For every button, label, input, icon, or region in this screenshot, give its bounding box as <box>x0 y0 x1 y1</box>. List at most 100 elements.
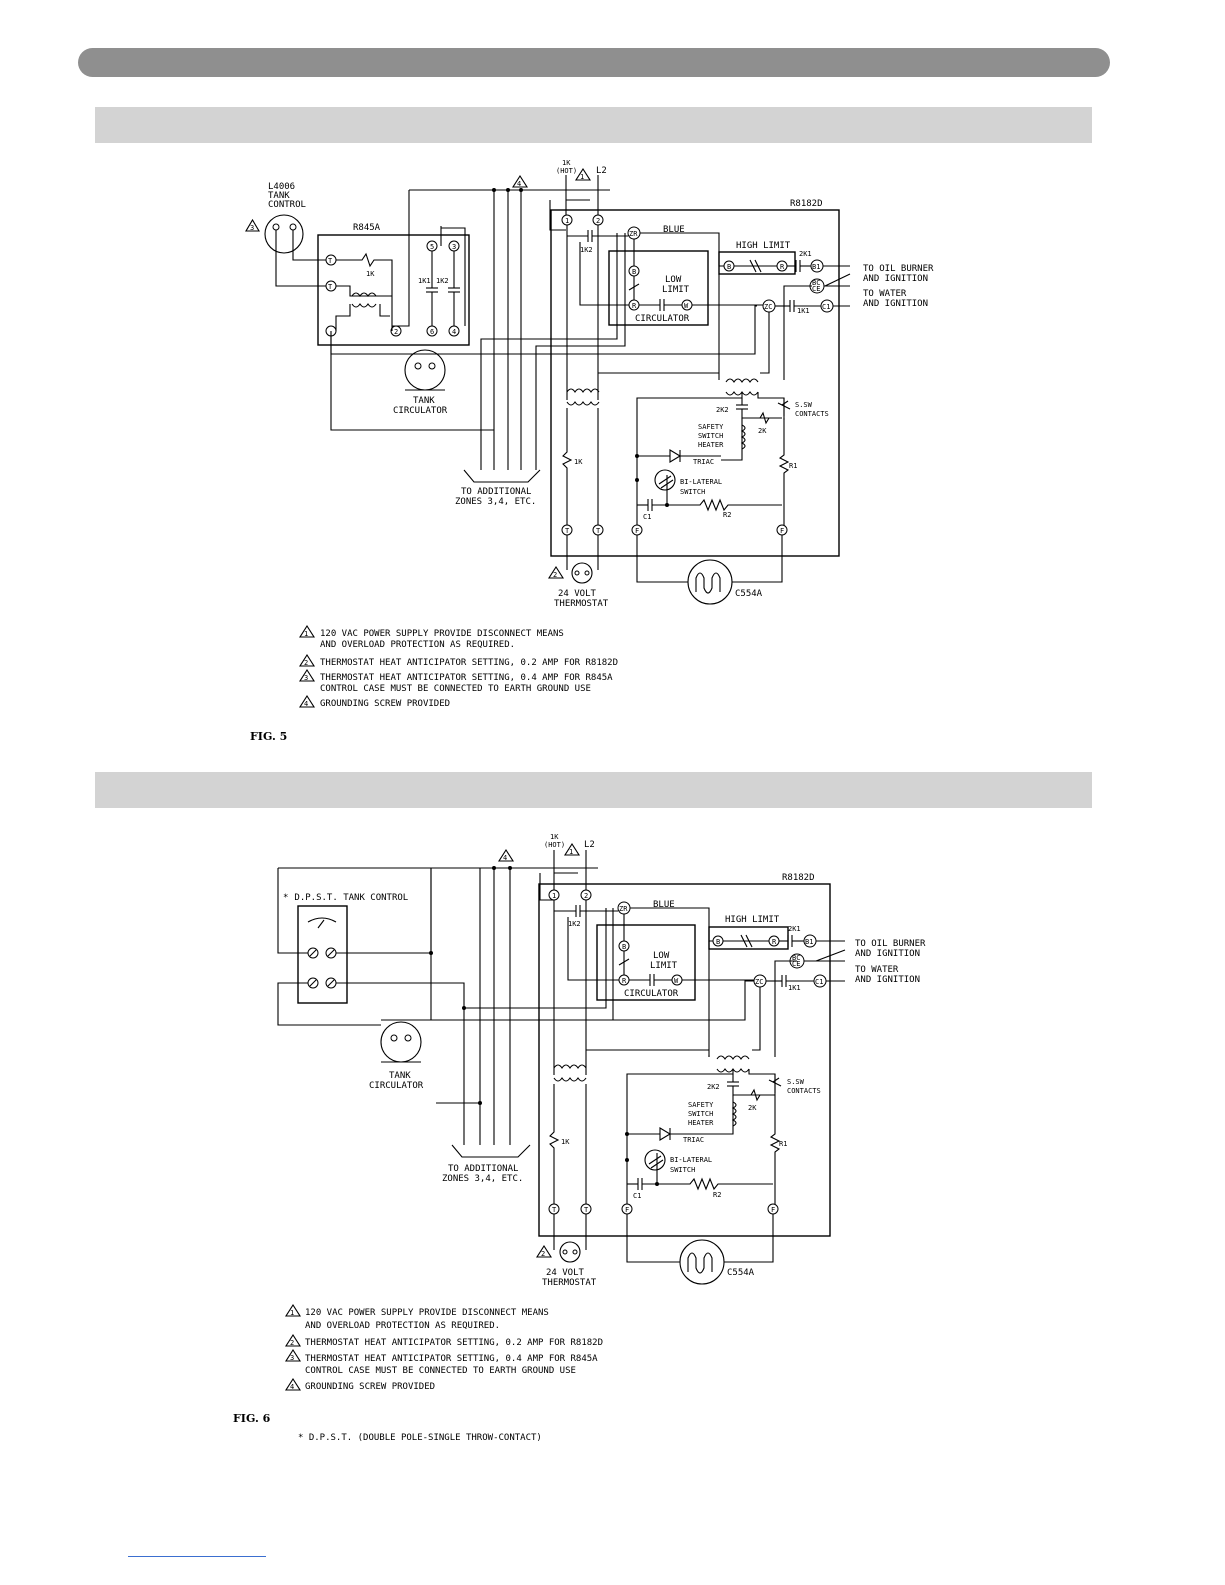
safety-label-1: SAFETY <box>698 423 724 431</box>
tank-circulator-symbol <box>404 349 446 391</box>
r845a-internal-wiring <box>275 230 460 331</box>
svg-text:C1: C1 <box>822 303 830 311</box>
svg-text:T: T <box>552 1206 557 1214</box>
svg-text:R: R <box>780 263 785 271</box>
additional-zones-label-2-fig6: ZONES 3,4, ETC. <box>442 1174 523 1184</box>
tank-circulator-label-1: TANK <box>413 396 435 406</box>
c1-label: C1 <box>643 513 651 521</box>
bilateral-switch-symbol-fig6 <box>644 1149 666 1171</box>
svg-text:ZR: ZR <box>619 905 628 913</box>
svg-text:CE: CE <box>792 960 800 968</box>
notes-fig6: 1 120 VAC POWER SUPPLY PROVIDE DISCONNEC… <box>284 1303 603 1392</box>
water-label-2-fig6: AND IGNITION <box>855 975 920 985</box>
r845a-1k1-label: 1K1 <box>418 277 431 285</box>
svg-text:T: T <box>596 527 601 535</box>
transformer-24v <box>562 388 600 525</box>
r2-label-fig6: R2 <box>713 1191 721 1199</box>
bilateral-switch-symbol <box>654 469 676 491</box>
low-limit-box-fig6 <box>596 924 696 1001</box>
low-limit-label-1: LOW <box>665 275 682 285</box>
tank-circulator-symbol-fig6 <box>380 1021 422 1063</box>
svg-text:1: 1 <box>290 1309 294 1317</box>
svg-text:B1: B1 <box>805 938 813 946</box>
hot-label-1: 1K <box>562 159 571 167</box>
r8182d-1k2-label-fig6: 1K2 <box>568 920 581 928</box>
bilateral-label-1-fig6: BI-LATERAL <box>670 1156 712 1164</box>
svg-text:2: 2 <box>596 217 600 225</box>
ssw-label-1-fig6: S.SW <box>787 1078 805 1086</box>
section-bar-fig5 <box>95 107 1092 143</box>
svg-text:6: 6 <box>430 328 434 336</box>
thermostat-wiring-fig6 <box>553 1214 774 1263</box>
water-label-1-fig6: TO WATER <box>855 965 899 975</box>
svg-text:CONTROL CASE MUST BE CONNECTED: CONTROL CASE MUST BE CONNECTED TO EARTH … <box>320 684 591 694</box>
svg-text:4: 4 <box>290 1383 294 1391</box>
svg-text:ZC: ZC <box>764 303 772 311</box>
safety-label-3: HEATER <box>698 441 724 449</box>
oil-burner-label-1-fig6: TO OIL BURNER <box>855 939 926 949</box>
tank-circulator-label-1-fig6: TANK <box>389 1071 411 1081</box>
svg-text:B: B <box>632 268 636 276</box>
svg-text:R: R <box>622 977 627 985</box>
wiring-diagram-fig5: L4006 TANK CONTROL 3 R845A T T 5 3 2 6 4… <box>245 159 934 743</box>
tank-control-label-1: L4006 <box>268 182 295 192</box>
thermostat-label-2-fig6: THERMOSTAT <box>542 1278 597 1288</box>
r8182d-2k1-label-fig6: 2K1 <box>788 925 801 933</box>
r1-label: R1 <box>789 462 797 470</box>
dpst-wiring <box>277 867 598 1145</box>
hot-label-1-fig6: 1K <box>550 833 559 841</box>
svg-text:3: 3 <box>250 224 254 232</box>
svg-text:F: F <box>771 1206 775 1214</box>
svg-text:120 VAC POWER SUPPLY PROVIDE D: 120 VAC POWER SUPPLY PROVIDE DISCONNECT … <box>320 629 564 639</box>
safety-circuit-wiring <box>637 398 791 525</box>
oil-burner-label-2: AND IGNITION <box>863 274 928 284</box>
footer-rule <box>128 1556 266 1557</box>
ssw-label-1: S.SW <box>795 401 813 409</box>
l2-label-fig6: L2 <box>584 840 595 850</box>
r8182d-control-wiring <box>330 225 851 470</box>
svg-text:2: 2 <box>541 1250 545 1258</box>
section-bar-fig6 <box>95 772 1092 808</box>
high-limit-label-fig6: HIGH LIMIT <box>725 915 780 925</box>
supply-wiring <box>392 175 610 470</box>
notes-fig5: 1 120 VAC POWER SUPPLY PROVIDE DISCONNEC… <box>298 624 618 709</box>
r8182d-label-fig6: R8182D <box>782 873 815 883</box>
svg-text:W: W <box>674 977 679 985</box>
r8182d-control-wiring-fig6 <box>381 850 846 1104</box>
svg-text:5: 5 <box>430 243 434 251</box>
svg-text:THERMOSTAT HEAT ANTICIPATOR SE: THERMOSTAT HEAT ANTICIPATOR SETTING, 0.4… <box>305 1354 598 1364</box>
r2-label: R2 <box>723 511 731 519</box>
svg-text:W: W <box>684 302 689 310</box>
dpst-footnote: * D.P.S.T. (DOUBLE POLE-SINGLE THROW-CON… <box>298 1433 542 1443</box>
low-limit-label-2-fig6: LIMIT <box>650 961 678 971</box>
tank-control-terminal-b <box>289 223 297 231</box>
svg-text:BC: BC <box>812 279 820 287</box>
svg-text:4: 4 <box>503 854 507 862</box>
note-marker-2: 2 <box>547 565 565 579</box>
c554a-symbol <box>687 559 733 605</box>
svg-text:B: B <box>622 943 626 951</box>
r1-label-fig6: R1 <box>779 1140 787 1148</box>
dpst-terminals <box>307 947 337 989</box>
bilateral-label-2: SWITCH <box>680 488 705 496</box>
triac-label: TRIAC <box>693 458 714 466</box>
svg-text:T: T <box>328 283 333 291</box>
svg-text:F: F <box>780 527 784 535</box>
svg-text:1: 1 <box>552 892 556 900</box>
hot-label-2-fig6: (HOT) <box>544 841 565 849</box>
svg-text:F: F <box>635 527 639 535</box>
oil-burner-label-1: TO OIL BURNER <box>863 264 934 274</box>
note-marker-2-fig6: 2 <box>535 1244 553 1258</box>
svg-text:F: F <box>625 1206 629 1214</box>
k2-label-fig6: 2K <box>748 1104 757 1112</box>
r845a-coil-label: 1K <box>366 270 375 278</box>
svg-text:1: 1 <box>565 217 569 225</box>
thermostat-label-2: THERMOSTAT <box>554 599 609 609</box>
low-limit-label-1-fig6: LOW <box>653 951 670 961</box>
r8182d-1k1-label: 1K1 <box>797 307 810 315</box>
safety-label-2: SWITCH <box>698 432 723 440</box>
svg-text:2: 2 <box>290 1339 294 1347</box>
r845a-1k2-label: 1K2 <box>436 277 449 285</box>
note-marker-1: 1 <box>574 167 592 181</box>
